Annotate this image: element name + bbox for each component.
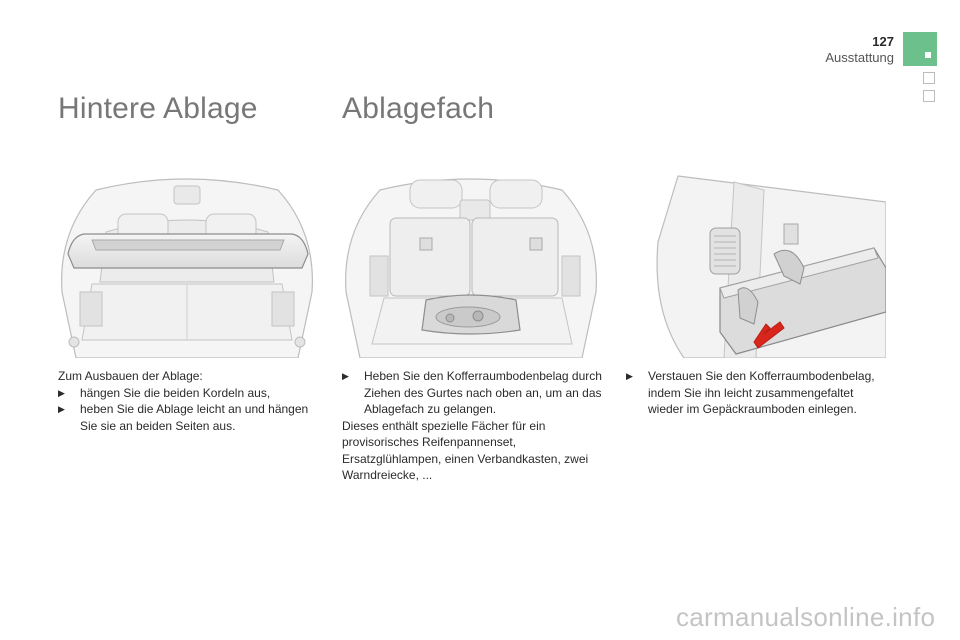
- shelf-step-2: ▶ heben Sie die Ablage leicht an und hän…: [58, 401, 320, 434]
- watermark: carmanualsonline.info: [676, 602, 936, 632]
- compartment-step-1: ▶ Heben Sie den Kofferraumbodenbelag dur…: [342, 368, 606, 418]
- illustration-storage-compartment: [340, 172, 602, 358]
- arrow-bullet-icon: ▶: [626, 371, 633, 381]
- tab-marker-icon: [925, 52, 931, 58]
- shelf-step-2-text: heben Sie die Ablage leicht an und hänge…: [80, 402, 309, 433]
- section-tab-active: [903, 32, 937, 66]
- shelf-step-1: ▶ hängen Sie die beiden Kordeln aus,: [58, 385, 320, 402]
- section-tab-empty: [923, 90, 935, 102]
- compartment-step-1-text: Heben Sie den Kofferraumbodenbelag durch…: [364, 369, 602, 416]
- illustration-rear-shelf: [56, 172, 318, 358]
- heading-hintere-ablage: Hintere Ablage: [58, 92, 258, 125]
- heading-ablagefach: Ablagefach: [342, 92, 495, 125]
- illustration-stow-floor-panel: [624, 172, 886, 358]
- stow-step-text: Verstauen Sie den Kofferraumbodenbelag, …: [648, 369, 875, 416]
- arrow-bullet-icon: ▶: [58, 387, 65, 398]
- arrow-bullet-icon: ▶: [342, 371, 349, 381]
- shelf-intro: Zum Ausbauen der Ablage:: [58, 369, 203, 383]
- compartment-contents: Dieses enthält spezielle Fächer für ein …: [342, 418, 589, 483]
- page-number: 127: [872, 34, 894, 49]
- section-tab-empty: [923, 72, 935, 84]
- stow-step: ▶ Verstauen Sie den Kofferraumbodenbelag…: [626, 368, 888, 418]
- shelf-step-1-text: hängen Sie die beiden Kordeln aus,: [80, 385, 271, 400]
- stow-instructions: ▶ Verstauen Sie den Kofferraumbodenbelag…: [626, 368, 888, 418]
- arrow-bullet-icon: ▶: [58, 404, 65, 414]
- section-label: Ausstattung: [825, 50, 894, 65]
- compartment-instructions: ▶ Heben Sie den Kofferraumbodenbelag dur…: [342, 368, 606, 484]
- shelf-instructions: Zum Ausbauen der Ablage: ▶ hängen Sie di…: [58, 368, 320, 434]
